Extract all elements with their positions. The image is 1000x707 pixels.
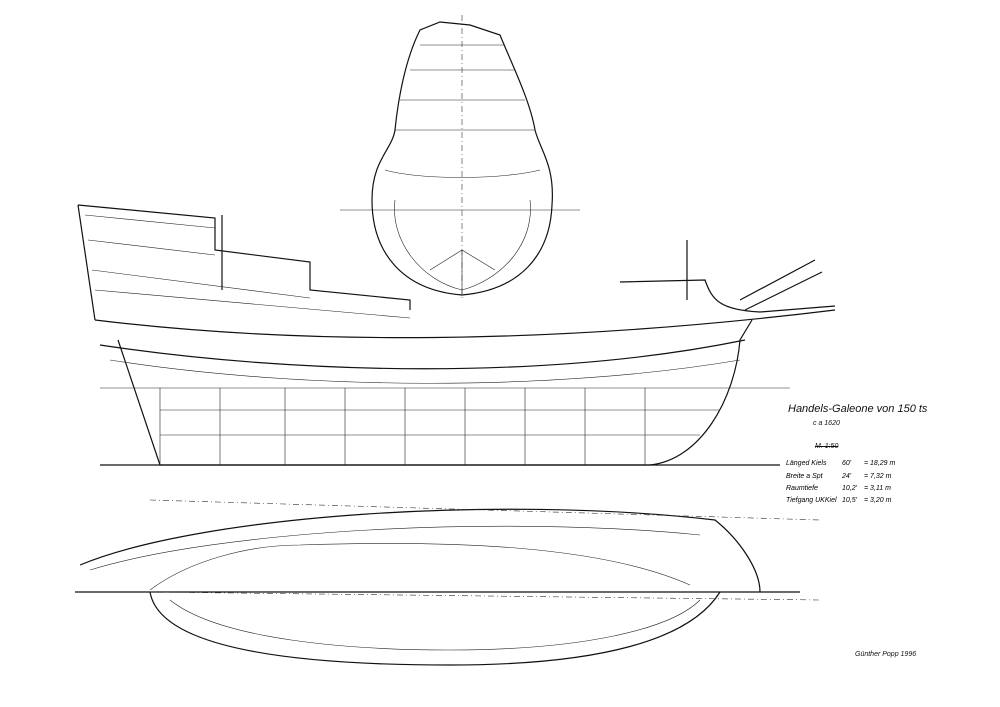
spec-feet: 24' xyxy=(842,473,852,480)
body-plan xyxy=(340,15,580,300)
spec-meters: = 3,20 m xyxy=(864,497,892,504)
spec-row: Länged Kiels 60' = 18,29 m xyxy=(786,460,895,467)
spec-label: Länged Kiels xyxy=(786,460,827,467)
half-breadth-plan xyxy=(75,499,821,666)
spec-meters: = 18,29 m xyxy=(864,460,896,467)
spec-meters: = 3,11 m xyxy=(864,485,891,492)
spec-row: Tiefgang UKKiel 10,5' = 3,20 m xyxy=(786,497,891,504)
spec-feet: 10,2' xyxy=(842,485,857,492)
spec-label: Raumtiefe xyxy=(786,485,818,492)
drawing-title: Handels-Galeone von 150 ts xyxy=(788,403,928,415)
spec-row: Breite a Spt 24' = 7,32 m xyxy=(786,473,891,480)
spec-feet: 10,5' xyxy=(842,497,857,504)
spec-row: Raumtiefe 10,2' = 3,11 m xyxy=(786,485,891,492)
spec-label: Breite a Spt xyxy=(786,473,823,480)
spec-meters: = 7,32 m xyxy=(864,473,892,480)
drawing-date: c a 1620 xyxy=(813,420,840,427)
author-signature: Günther Popp 1996 xyxy=(855,651,917,658)
profile-view xyxy=(77,204,836,466)
spec-feet: 60' xyxy=(842,460,852,467)
drawing-scale: M. 1:50 xyxy=(815,443,839,450)
spec-label: Tiefgang UKKiel xyxy=(786,497,837,504)
